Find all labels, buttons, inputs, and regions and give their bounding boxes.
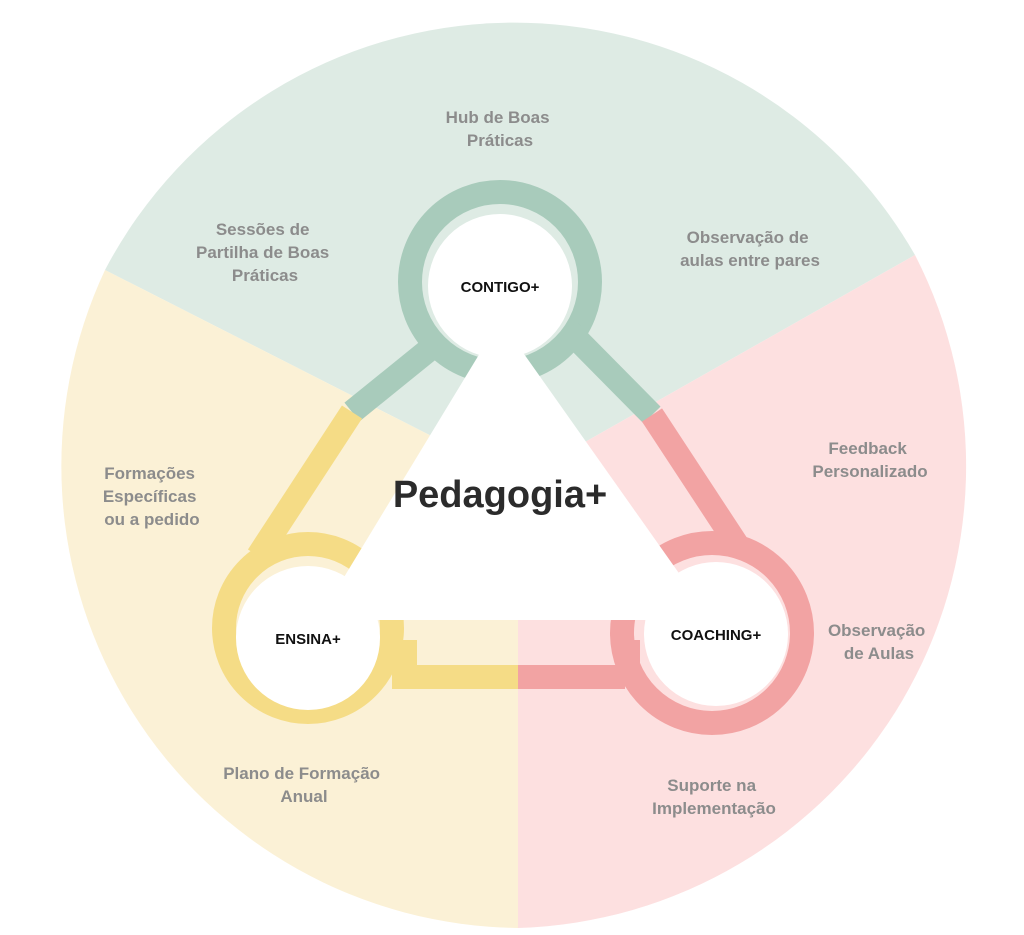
label-observacao-aulas-line-1: Observação bbox=[828, 621, 925, 640]
triangle-ring bbox=[212, 180, 814, 735]
label-formacoes-line-3: ou a pedido bbox=[104, 510, 199, 529]
label-observacao-aulas: Observação de Aulas bbox=[828, 621, 930, 663]
sectors bbox=[61, 22, 967, 928]
label-hub-line-2: Práticas bbox=[467, 131, 533, 150]
label-sessoes-line-3: Práticas bbox=[232, 266, 298, 285]
label-sessoes-line-1: Sessões de bbox=[216, 220, 310, 239]
edge-yellow-left bbox=[247, 405, 363, 563]
nodes bbox=[236, 214, 788, 710]
label-observacao-pares-line-2: aulas entre pares bbox=[680, 251, 820, 270]
label-suporte-line-1: Suporte na bbox=[667, 776, 756, 795]
label-suporte: Suporte na Implementação bbox=[652, 776, 776, 818]
label-formacoes-line-2: Específicas bbox=[103, 487, 197, 506]
label-sessoes: Sessões de Partilha de Boas Práticas bbox=[196, 220, 334, 285]
label-observacao-aulas-line-2: de Aulas bbox=[844, 644, 914, 663]
label-hub: Hub de Boas Práticas bbox=[446, 108, 555, 150]
ensina-ring bbox=[212, 532, 404, 724]
edge-green-left bbox=[344, 334, 444, 422]
label-observacao-pares: Observação de aulas entre pares bbox=[680, 228, 820, 270]
label-plano-line-2: Anual bbox=[280, 787, 327, 806]
coaching-ring bbox=[610, 531, 814, 735]
label-sessoes-line-2: Partilha de Boas bbox=[196, 243, 329, 262]
label-plano-line-1: Plano de Formação bbox=[223, 764, 380, 783]
label-observacao-pares-line-1: Observação de bbox=[687, 228, 809, 247]
edge-green-right bbox=[559, 321, 661, 424]
contigo-label: CONTIGO+ bbox=[461, 279, 540, 296]
label-feedback: Feedback Personalizado bbox=[812, 439, 927, 481]
coaching-label: COACHING+ bbox=[671, 627, 762, 644]
label-formacoes-line-1: Formações bbox=[104, 464, 195, 483]
center-title: Pedagogia+ bbox=[393, 474, 607, 516]
ensina-node bbox=[236, 566, 380, 710]
center-triangle bbox=[318, 320, 712, 620]
contigo-node bbox=[428, 214, 572, 358]
ensina-label: ENSINA+ bbox=[275, 631, 341, 648]
label-feedback-line-2: Personalizado bbox=[812, 462, 927, 481]
label-formacoes: Formações Específicas ou a pedido bbox=[103, 464, 201, 529]
coaching-node bbox=[644, 562, 788, 706]
label-feedback-line-1: Feedback bbox=[828, 439, 907, 458]
label-hub-line-1: Hub de Boas bbox=[446, 108, 550, 127]
edge-pink-right bbox=[641, 408, 749, 553]
label-plano: Plano de Formação Anual bbox=[223, 764, 385, 806]
label-suporte-line-2: Implementação bbox=[652, 799, 776, 818]
